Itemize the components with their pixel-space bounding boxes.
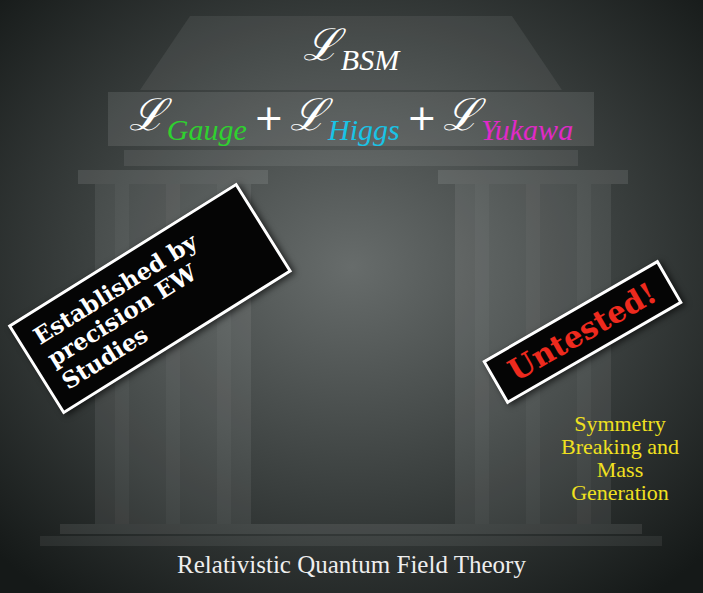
lagrangian-symbol: ℒ	[443, 90, 480, 141]
pillar-flute	[475, 184, 489, 524]
pillar-capital	[78, 170, 268, 184]
model-subscript: BSM	[341, 43, 399, 78]
base-step	[60, 524, 642, 534]
gauge-subscript: Gauge	[167, 113, 247, 148]
pillar-capital	[438, 170, 628, 184]
approval-stamp: Established by precision EW Studies	[8, 182, 293, 414]
higgs-subscript: Higgs	[328, 113, 400, 148]
stamp-text: Untested!	[502, 275, 663, 389]
lagrangian-symbol: ℒ	[129, 90, 166, 141]
lintel-lower	[124, 150, 578, 166]
stamp-text: Established by precision EW Studies	[29, 202, 271, 394]
pediment	[140, 16, 562, 90]
plus-sign: +	[254, 97, 284, 138]
lagrangian-sum: ℒGauge+ℒHiggs+ℒYukawa	[0, 90, 703, 141]
lagrangian-symbol: ℒ	[290, 90, 327, 141]
bsm-formula: ℒBSM	[0, 20, 703, 71]
plus-sign: +	[407, 97, 437, 138]
lagrangian-symbol: ℒ	[303, 20, 340, 71]
pillar-caption: Symmetry Breaking and Mass Generation	[558, 412, 682, 504]
base-step	[40, 536, 662, 546]
yukawa-subscript: Yukawa	[481, 113, 573, 148]
warning-stamp: Untested!	[482, 260, 683, 405]
foundation-caption: Relativistic Quantum Field Theory	[0, 550, 703, 580]
